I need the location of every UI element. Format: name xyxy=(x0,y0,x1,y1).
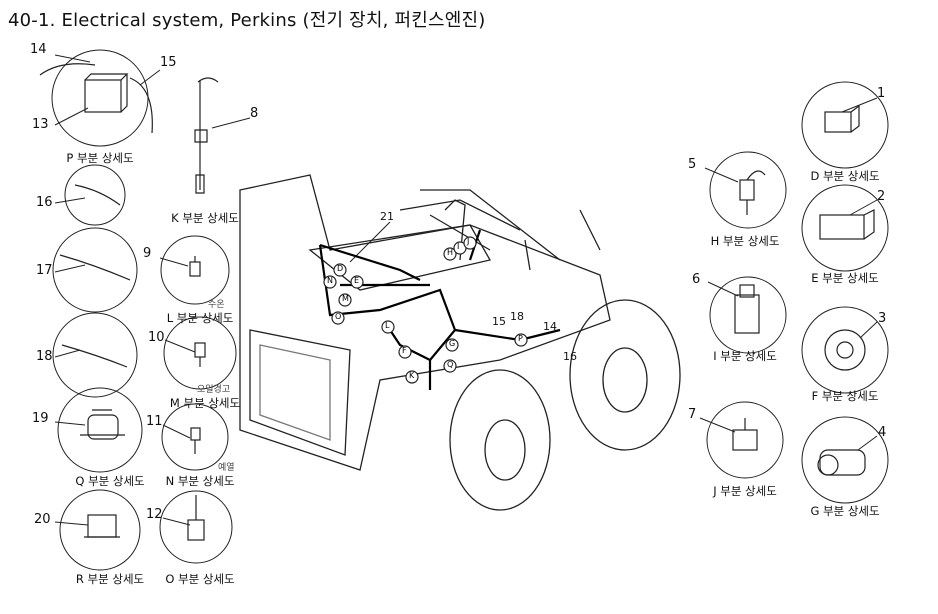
page-title: 40-1. Electrical system, Perkins (전기 장치,… xyxy=(8,10,486,31)
machine-letter-p: P xyxy=(518,334,523,343)
detail-label-o: O 부분 상세도 xyxy=(165,572,235,586)
skid-steer-machine xyxy=(239,174,681,511)
machine-letter-l: L xyxy=(385,321,390,330)
part-number-5: 5 xyxy=(688,157,697,172)
part-number-8: 8 xyxy=(250,106,259,121)
detail-label-j: J 부분 상세도 xyxy=(713,484,777,498)
machine-letter-q: Q xyxy=(447,360,454,369)
machine-letter-i: I xyxy=(457,242,460,251)
detail-label-h: H 부분 상세도 xyxy=(710,234,780,248)
machine-letter-h: H xyxy=(447,248,454,257)
callout-15: 15 xyxy=(492,315,506,328)
part-sketches xyxy=(39,63,875,541)
machine-letter-j: J xyxy=(467,237,470,246)
wiring-harness xyxy=(318,229,561,390)
machine-letter-o: O xyxy=(335,312,342,321)
detail-label-l: L 부분 상세도 xyxy=(166,311,234,325)
part-number-18: 18 xyxy=(36,349,53,364)
detail-label-k: K 부분 상세도 xyxy=(171,211,239,225)
part-number-15: 15 xyxy=(160,55,177,70)
callout-18: 18 xyxy=(510,310,524,323)
callout-14: 14 xyxy=(543,320,557,333)
machine-letter-circles xyxy=(323,236,528,384)
detail-label-g: G 부분 상세도 xyxy=(810,504,880,518)
machine-letter-f: F xyxy=(402,346,407,355)
machine-letter-n: N xyxy=(327,276,333,285)
detail-label-f: F 부분 상세도 xyxy=(811,389,879,403)
part-number-11: 11 xyxy=(146,414,163,429)
part-number-2: 2 xyxy=(877,189,886,204)
part-number-19: 19 xyxy=(32,411,49,426)
detail-label-n: N 부분 상세도 xyxy=(165,474,235,488)
part-number-3: 3 xyxy=(878,311,887,326)
note-preheat: 예열 xyxy=(218,463,235,473)
part-number-9: 9 xyxy=(143,246,152,261)
part-number-1: 1 xyxy=(877,86,886,101)
machine-letter-k: K xyxy=(409,371,415,380)
leader-lines xyxy=(54,54,878,526)
detail-label-p: P 부분 상세도 xyxy=(66,151,134,165)
part-number-4: 4 xyxy=(878,425,887,440)
machine-letter-g: G xyxy=(449,339,456,348)
callout-21: 21 xyxy=(380,210,394,223)
detail-label-r: R 부분 상세도 xyxy=(75,572,145,586)
detail-label-i: I 부분 상세도 xyxy=(713,349,777,363)
part-number-14: 14 xyxy=(30,42,47,57)
machine-letter-e: E xyxy=(354,276,360,285)
callout-16: 16 xyxy=(563,350,577,363)
part-number-13: 13 xyxy=(32,117,49,132)
part-number-12: 12 xyxy=(146,507,163,522)
part-number-6: 6 xyxy=(692,272,701,287)
detail-circles xyxy=(51,49,889,571)
part-number-10: 10 xyxy=(148,330,165,345)
note-oil-warning: 오일경고 xyxy=(197,385,231,395)
detail-label-q: Q 부분 상세도 xyxy=(75,474,145,488)
part-number-20: 20 xyxy=(34,512,51,527)
detail-label-m: M 부분 상세도 xyxy=(169,396,241,410)
part-number-7: 7 xyxy=(688,407,697,422)
machine-letter-m: M xyxy=(342,294,349,303)
detail-label-e: E 부분 상세도 xyxy=(811,271,879,285)
part-number-17: 17 xyxy=(36,263,53,278)
machine-letter-d: D xyxy=(337,264,344,273)
detail-label-d: D 부분 상세도 xyxy=(810,169,880,183)
part-number-16: 16 xyxy=(36,195,53,210)
note-water-temp: 수온 xyxy=(208,300,225,310)
